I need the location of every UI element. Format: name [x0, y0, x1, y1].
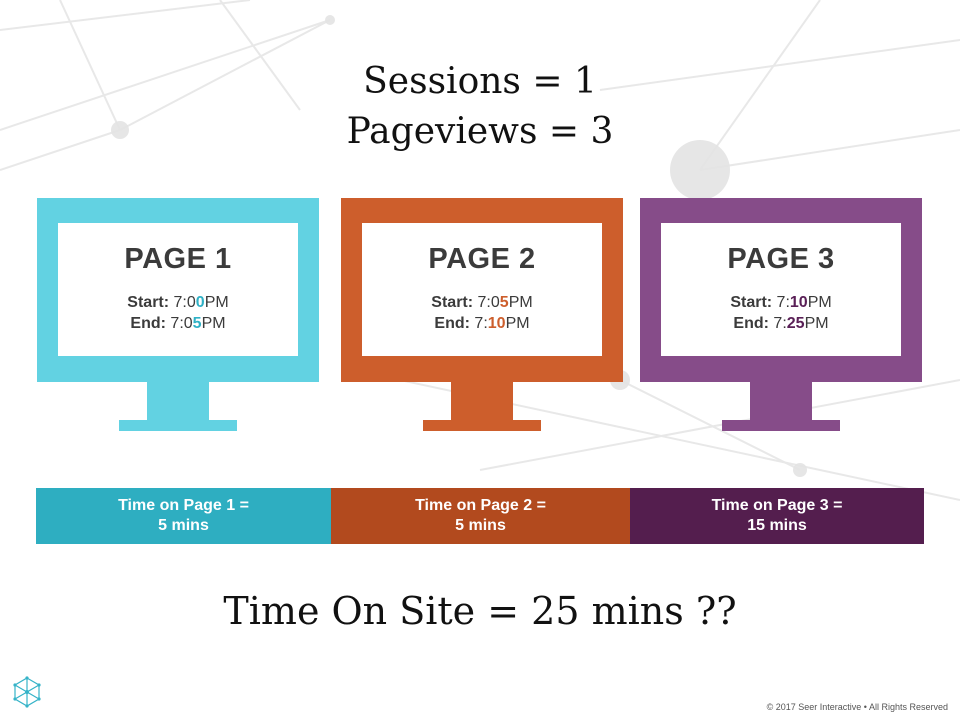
start-label: Start: [431, 294, 474, 311]
page-title: PAGE 2 [428, 243, 536, 275]
page-title: PAGE 3 [727, 243, 835, 275]
start-time-suffix: PM [204, 294, 229, 311]
monitor-stand [722, 420, 840, 431]
start-time-suffix: PM [807, 294, 832, 311]
monitor-stand [119, 420, 237, 431]
copyright-notice: © 2017 Seer Interactive • All Rights Res… [766, 702, 948, 712]
monitor-stand [423, 420, 541, 431]
time-bar-value: 5 mins [158, 517, 209, 534]
end-time-suffix: PM [804, 315, 829, 332]
monitor-screen: PAGE 1 Start: 7:00PM End: 7:05PM [58, 223, 298, 356]
start-time-prefix: 7: [776, 294, 790, 311]
end-label: End: [130, 315, 166, 332]
start-time-prefix: 7:0 [477, 294, 500, 311]
start-time-highlight: 10 [789, 294, 808, 311]
end-time-prefix: 7: [773, 315, 787, 332]
monitor-bezel: PAGE 3 Start: 7:10PM End: 7:25PM [640, 198, 922, 382]
end-time: End: 7:10PM [362, 313, 602, 334]
monitor-neck [147, 382, 209, 420]
monitor-screen: PAGE 3 Start: 7:10PM End: 7:25PM [661, 223, 901, 356]
pageviews-headline: Pageviews = 3 [346, 111, 614, 152]
start-time-highlight: 0 [195, 294, 205, 311]
monitor-page-1: PAGE 1 Start: 7:00PM End: 7:05PM [37, 198, 319, 432]
monitor-page-2: PAGE 2 Start: 7:05PM End: 7:10PM [341, 198, 623, 432]
monitor-neck [750, 382, 812, 420]
seer-network-logo-icon [13, 676, 41, 708]
end-time-prefix: 7: [474, 315, 488, 332]
start-label: Start: [730, 294, 773, 311]
end-time: End: 7:25PM [661, 313, 901, 334]
time-bar-label: Time on Page 1 = [118, 497, 249, 514]
page-title: PAGE 1 [124, 243, 232, 275]
start-label: Start: [127, 294, 170, 311]
start-time: Start: 7:05PM [362, 292, 602, 313]
monitor-bezel: PAGE 2 Start: 7:05PM End: 7:10PM [341, 198, 623, 382]
monitor-screen: PAGE 2 Start: 7:05PM End: 7:10PM [362, 223, 602, 356]
end-label: End: [434, 315, 470, 332]
monitor-neck [451, 382, 513, 420]
start-time: Start: 7:00PM [58, 292, 298, 313]
time-on-site-summary: Time On Site = 25 mins ?? [223, 589, 737, 633]
end-time: End: 7:05PM [58, 313, 298, 334]
end-time-highlight: 10 [487, 315, 506, 332]
start-time-highlight: 5 [499, 294, 509, 311]
time-bar-label: Time on Page 2 = [415, 497, 546, 514]
start-time-prefix: 7:0 [173, 294, 196, 311]
time-bar-value: 15 mins [747, 517, 807, 534]
monitor-bezel: PAGE 1 Start: 7:00PM End: 7:05PM [37, 198, 319, 382]
sessions-headline: Sessions = 1 [363, 61, 597, 102]
end-time-highlight: 25 [786, 315, 805, 332]
end-label: End: [733, 315, 769, 332]
start-time: Start: 7:10PM [661, 292, 901, 313]
end-time-highlight: 5 [192, 315, 202, 332]
end-time-suffix: PM [201, 315, 226, 332]
time-on-page-2-bar: Time on Page 2 = 5 mins [331, 488, 630, 544]
time-bar-label: Time on Page 3 = [711, 497, 843, 514]
time-bar-value: 5 mins [455, 517, 506, 534]
monitor-page-3: PAGE 3 Start: 7:10PM End: 7:25PM [640, 198, 922, 432]
end-time-prefix: 7:0 [170, 315, 193, 332]
time-on-page-1-bar: Time on Page 1 = 5 mins [36, 488, 331, 544]
end-time-suffix: PM [505, 315, 530, 332]
time-on-page-3-bar: Time on Page 3 = 15 mins [630, 488, 924, 544]
start-time-suffix: PM [508, 294, 533, 311]
